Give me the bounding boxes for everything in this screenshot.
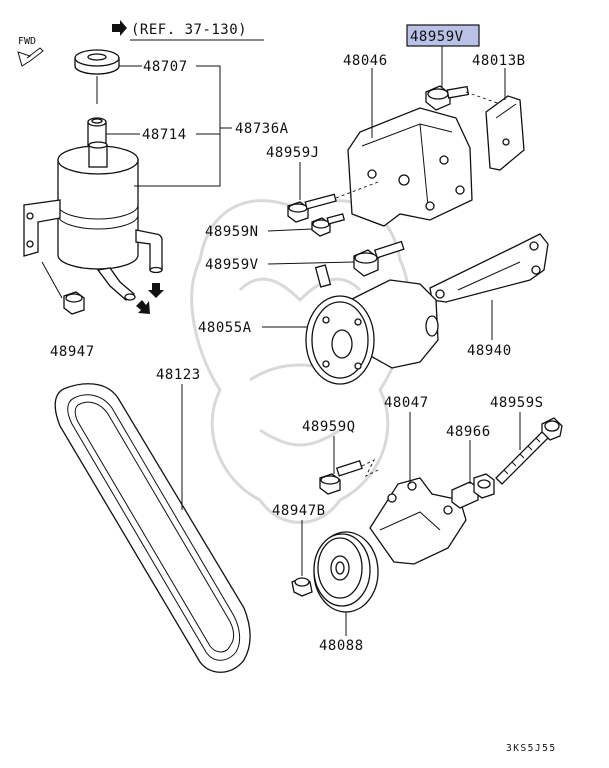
label-48959V-top[interactable]: 48959V <box>410 29 464 45</box>
flow-arrow-icon <box>136 300 150 314</box>
bracket-48013B <box>485 95 525 171</box>
bolt-48959V-middle <box>353 240 405 277</box>
label-48959Q[interactable]: 48959Q <box>302 419 356 435</box>
label-48055A[interactable]: 48055A <box>198 320 252 336</box>
bolt-48959V-top <box>425 85 501 111</box>
bracket-48940 <box>429 233 549 303</box>
flow-arrow-icon <box>148 283 164 298</box>
label-48959S[interactable]: 48959S <box>490 395 544 411</box>
label-48947B[interactable]: 48947B <box>272 503 326 519</box>
leader-lines <box>106 44 521 636</box>
reference-text: (REF. 37-130) <box>131 22 247 38</box>
bracket-48047 <box>369 477 467 565</box>
label-48013B[interactable]: 48013B <box>472 53 526 69</box>
label-48123[interactable]: 48123 <box>156 367 201 383</box>
label-48707[interactable]: 48707 <box>143 59 188 75</box>
label-48940[interactable]: 48940 <box>467 343 512 359</box>
label-48046[interactable]: 48046 <box>343 53 388 69</box>
reservoir-cap <box>74 49 120 104</box>
bolt-48959Q <box>319 458 379 495</box>
label-48966[interactable]: 48966 <box>446 424 491 440</box>
bolt-48959J <box>287 181 379 223</box>
forward-label: FWD <box>18 36 36 47</box>
forward-indicator: FWD <box>17 36 44 67</box>
bolt-48959S <box>495 417 563 485</box>
part-labels: 48959V 48046 48013B 48707 48714 48736A 4… <box>50 29 544 654</box>
reference-note: (REF. 37-130) <box>112 20 264 41</box>
drive-belt <box>54 383 251 673</box>
bolt-48959N <box>311 213 346 237</box>
nut-48947B <box>291 577 313 597</box>
label-48088[interactable]: 48088 <box>319 638 364 654</box>
label-48959N[interactable]: 48959N <box>205 224 259 240</box>
watermark-emblem <box>190 199 410 524</box>
nut-48947 <box>41 261 85 315</box>
label-48736A[interactable]: 48736A <box>235 121 289 137</box>
label-48959J[interactable]: 48959J <box>266 145 320 161</box>
label-48959V[interactable]: 48959V <box>205 257 259 273</box>
reference-arrow-icon <box>112 20 127 36</box>
idler-pulley <box>313 531 379 613</box>
forward-arrow-icon <box>17 47 44 67</box>
power-steering-pump <box>305 264 439 385</box>
bracket-48046 <box>347 107 473 227</box>
label-48947[interactable]: 48947 <box>50 344 95 360</box>
adjuster-48966 <box>451 473 495 509</box>
footer-code: 3KS5J55 <box>506 743 557 754</box>
reservoir-tank <box>23 141 164 314</box>
highlighted-part-box[interactable] <box>406 24 480 47</box>
label-48714[interactable]: 48714 <box>142 127 187 143</box>
label-48047[interactable]: 48047 <box>384 395 429 411</box>
